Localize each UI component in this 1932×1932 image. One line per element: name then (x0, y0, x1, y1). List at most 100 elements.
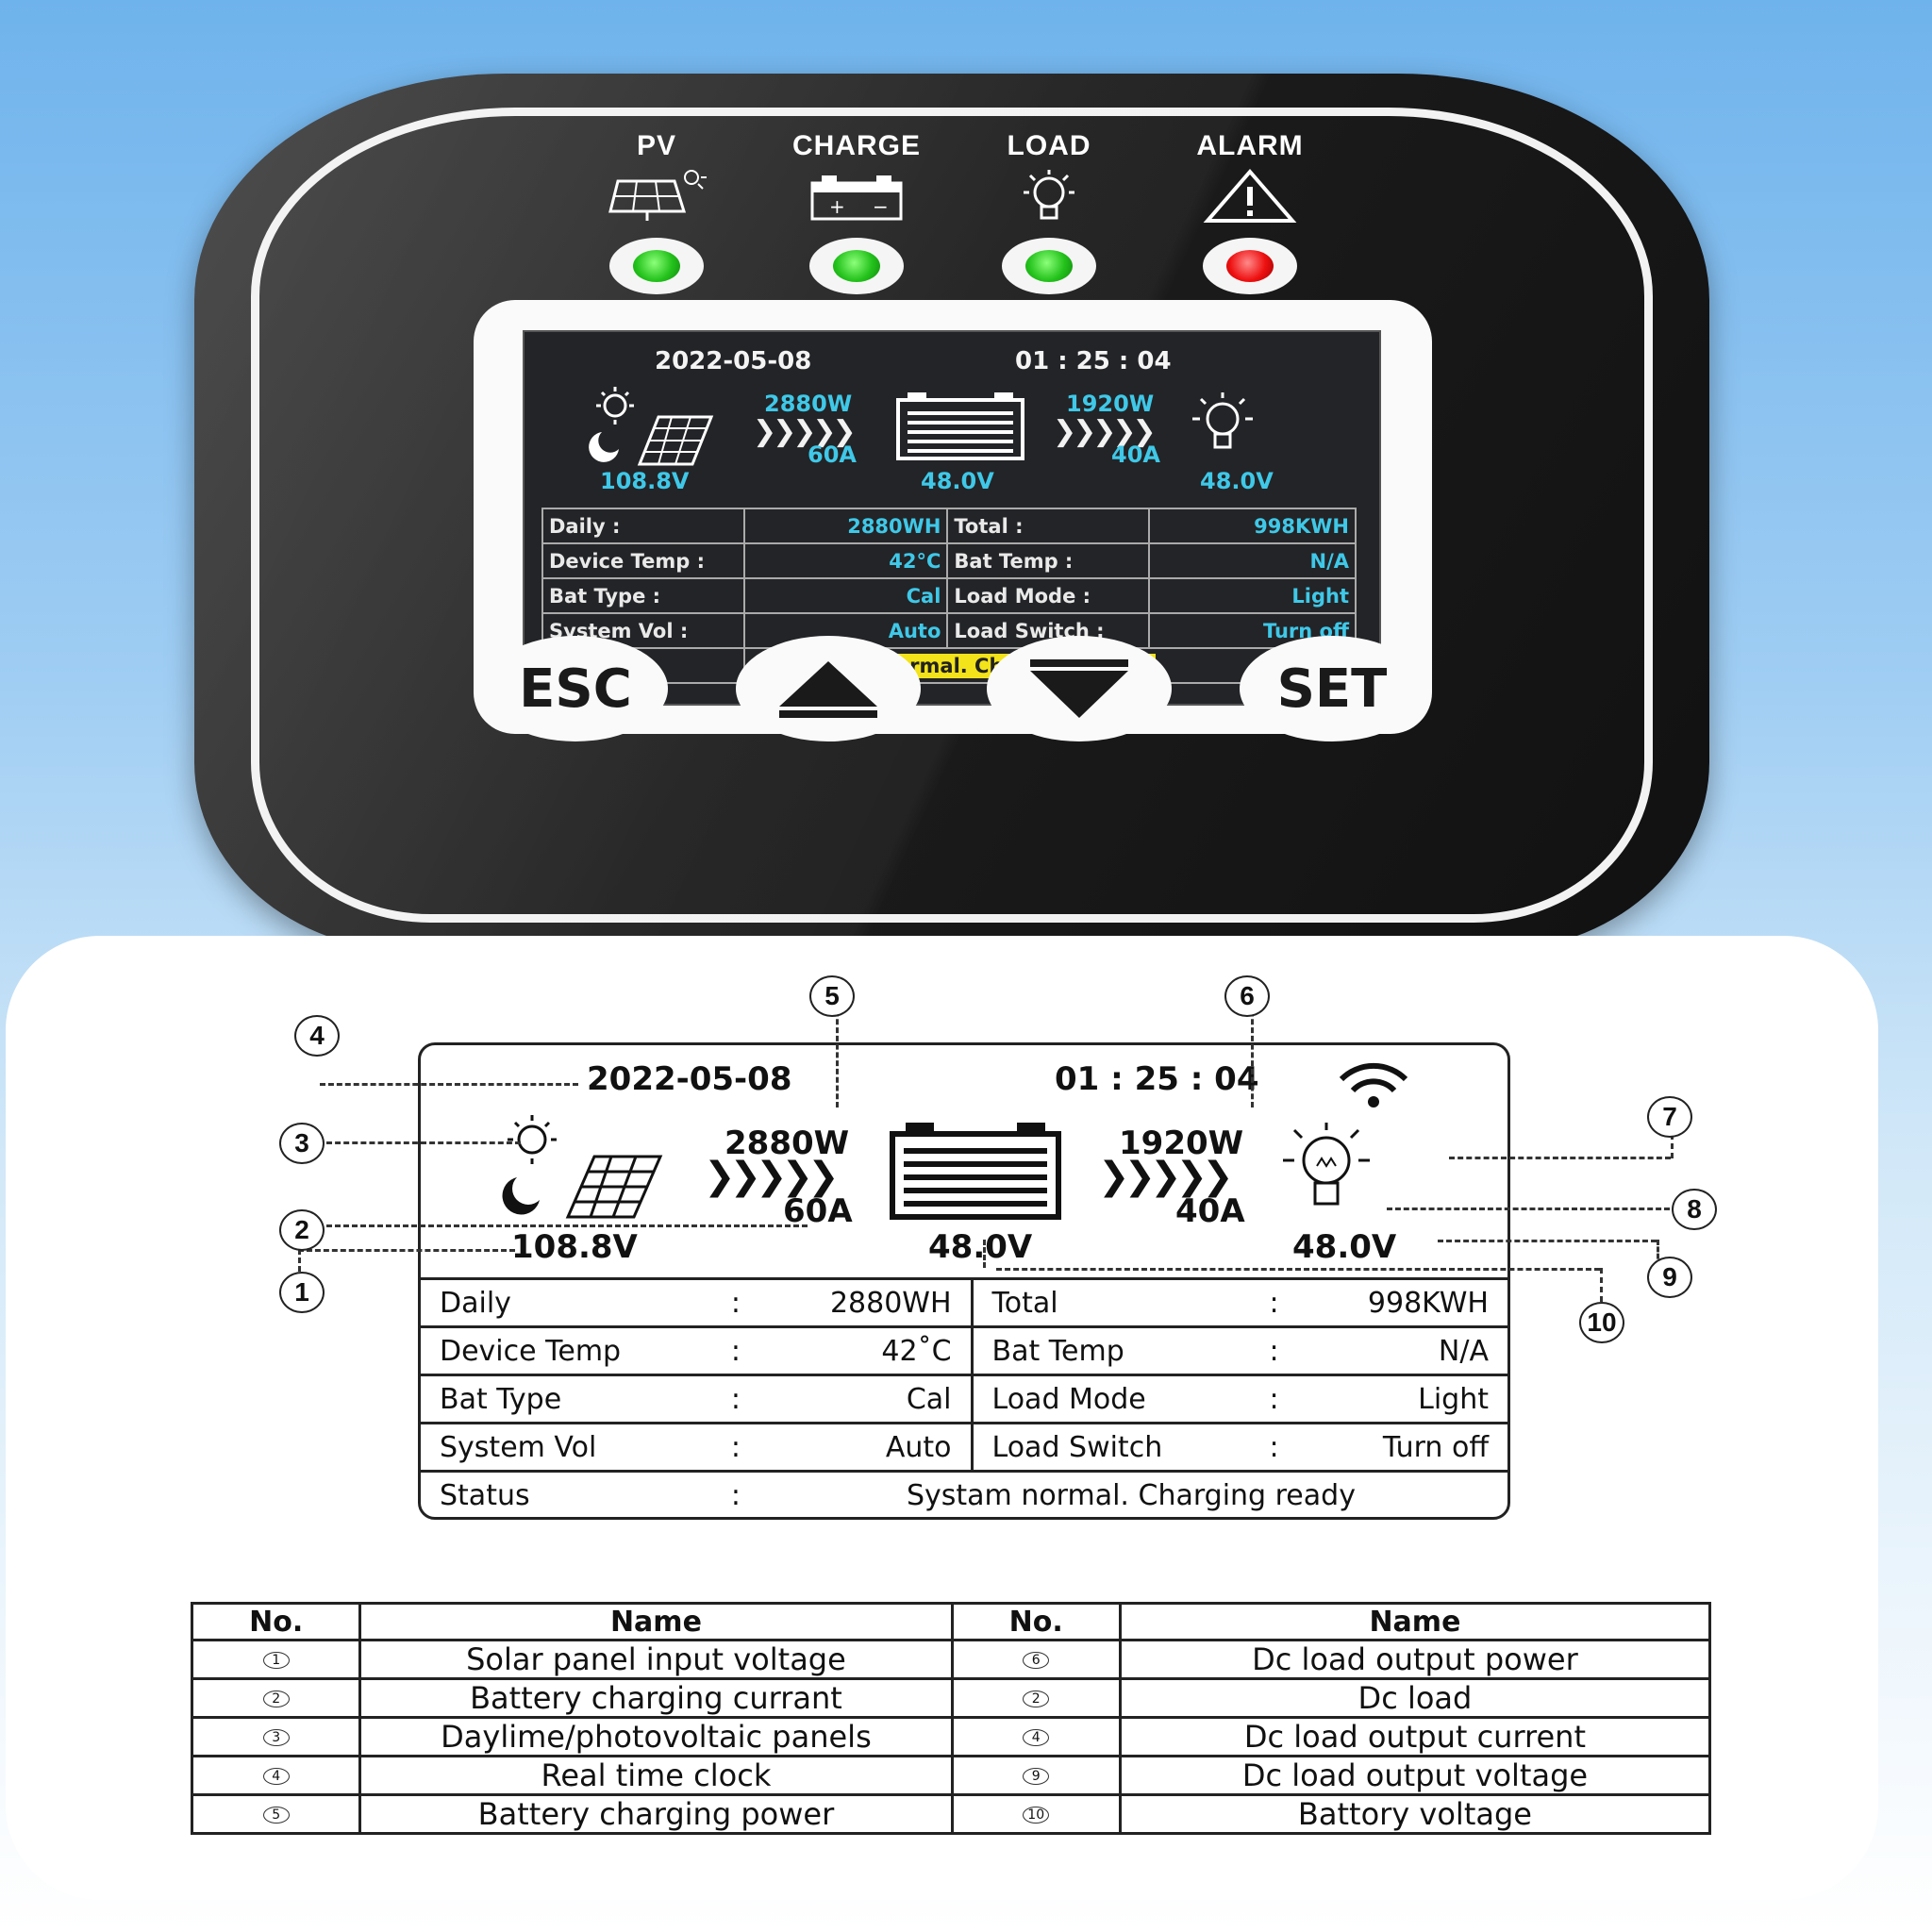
device-bezel (251, 108, 1653, 923)
row-key: Daily (421, 1277, 717, 1327)
table-row: 1 Solar panel input voltage 6 Dc load ou… (190, 1639, 1712, 1680)
callout-6: 6 (1224, 975, 1270, 1017)
row-value: 2880WH (754, 1277, 974, 1327)
status-key: Status (421, 1470, 717, 1518)
indicator-alarm: ALARM (1156, 130, 1344, 294)
row-key: Load Mode (972, 1374, 1256, 1424)
charge-led (833, 250, 880, 282)
up-arrow-icon (779, 661, 877, 718)
table-row: 4 Real time clock 9 Dc load output volta… (190, 1755, 1712, 1796)
row-value: Auto (754, 1422, 974, 1472)
legend-number-circle: 3 (262, 1729, 290, 1746)
callout-7: 7 (1647, 1096, 1692, 1138)
row-key: Total (972, 1277, 1256, 1327)
up-button[interactable] (736, 636, 921, 741)
lcd-screen: 2022-05-08 01 : 25 : 04 2880W ❯❯❯❯❯ 60A (523, 330, 1381, 706)
status-value: Systam normal. Charging ready (754, 1470, 1507, 1518)
legend-header: Name (358, 1602, 954, 1641)
svg-text:+: + (829, 195, 845, 218)
row-key: System Vol (421, 1422, 717, 1472)
diagram-pv-voltage: 108.8V (511, 1228, 638, 1266)
warning-icon (1203, 168, 1297, 223)
row-value: Turn off (1292, 1422, 1507, 1472)
leader-line (1251, 994, 1254, 1108)
legend-name: Dc load output voltage (1118, 1755, 1712, 1796)
row-key: Bat Type (421, 1374, 717, 1424)
lcd-load-current: 40A (1111, 441, 1160, 468)
row-colon: : (716, 1470, 755, 1518)
legend-number-circle: 2 (262, 1690, 290, 1707)
lcd-load-voltage: 48.0V (1200, 468, 1274, 494)
indicator-label: PV (636, 130, 677, 161)
legend-name: Daylime/photovoltaic panels (358, 1716, 954, 1757)
row-value: N/A (1148, 542, 1357, 579)
battery-icon (890, 1123, 1061, 1220)
bulb-icon (1024, 170, 1074, 220)
legend-number: 10 (950, 1793, 1122, 1835)
row-key: Total : (946, 508, 1151, 544)
table-row: Device Temp : 42˚C Bat Temp : N/A (421, 1325, 1507, 1375)
callout-5: 5 (809, 975, 855, 1017)
legend-name: Solar panel input voltage (358, 1639, 954, 1680)
charge-flow-arrows: ❯❯❯❯❯ (704, 1155, 840, 1198)
battery-icon: + − (810, 175, 903, 221)
row-key: Daily : (541, 508, 745, 544)
indicator-charge: CHARGE + − (762, 130, 951, 294)
legend-number: 2 (950, 1677, 1122, 1719)
lcd-time: 01 : 25 : 04 (1015, 347, 1172, 375)
set-button[interactable]: SET (1240, 636, 1424, 741)
down-arrow-icon (1030, 659, 1128, 718)
sun-moon-panel-icon (589, 387, 714, 466)
row-colon: : (1255, 1325, 1293, 1375)
row-value: N/A (1292, 1325, 1507, 1375)
callout-10: 10 (1579, 1302, 1624, 1343)
status-row: Status : Systam normal. Charging ready (421, 1470, 1507, 1518)
row-colon: : (1255, 1422, 1293, 1472)
row-value: 998KWH (1292, 1277, 1507, 1327)
esc-button[interactable]: ESC (483, 636, 668, 741)
leader-line (836, 994, 839, 1108)
row-colon: : (716, 1422, 755, 1472)
callout-9: 9 (1647, 1257, 1692, 1298)
indicator-load: LOAD (955, 130, 1143, 294)
legend-number-circle: 4 (262, 1768, 290, 1785)
legend-number: 9 (950, 1755, 1122, 1796)
leader-line (298, 1249, 515, 1252)
leader-line (1657, 1240, 1659, 1266)
legend-number-circle: 9 (1023, 1768, 1050, 1785)
row-value: Light (1292, 1374, 1507, 1424)
row-colon: : (716, 1374, 755, 1424)
row-colon: : (1255, 1374, 1293, 1424)
diagram-load-power: 1920W (1119, 1124, 1244, 1162)
table-row: 3 Daylime/photovoltaic panels 4 Dc load … (190, 1716, 1712, 1757)
down-button[interactable] (987, 636, 1172, 741)
lcd-date: 2022-05-08 (655, 347, 812, 375)
diagram-load-current: 40A (1175, 1192, 1245, 1230)
table-row: 2 Battery charging currant 2 Dc load (190, 1677, 1712, 1719)
legend-number: 1 (190, 1639, 362, 1680)
legend-name: Dc load output current (1118, 1716, 1712, 1757)
row-value: 998KWH (1148, 508, 1357, 544)
leader-line (320, 1083, 578, 1086)
indicator-pv: PV (562, 130, 751, 294)
legend-name: Real time clock (358, 1755, 954, 1796)
alarm-led (1226, 250, 1274, 282)
load-flow-arrows: ❯❯❯❯❯ (1053, 415, 1157, 448)
row-key: Bat Temp (972, 1325, 1256, 1375)
row-colon: : (1255, 1277, 1293, 1327)
leader-line (326, 1141, 521, 1144)
solar-panel-icon (608, 170, 707, 221)
leader-line (1387, 1208, 1670, 1210)
diagram-card: 2022-05-08 01 : 25 : 04 2880W ❯❯❯❯❯ 60A … (6, 936, 1878, 1900)
row-value: 42˚C (754, 1325, 974, 1375)
indicator-label: CHARGE (791, 130, 921, 161)
legend-number-circle: 2 (1023, 1690, 1050, 1707)
legend-number-circle: 4 (1023, 1729, 1050, 1746)
charge-flow-arrows: ❯❯❯❯❯ (753, 415, 857, 448)
lcd-data-table: Daily : 2880WH Total : 998KWH Device Tem… (541, 508, 1357, 684)
lcd-battery-voltage: 48.0V (921, 468, 994, 494)
legend-header-row: No. Name No. Name (190, 1602, 1712, 1641)
legend-number-circle: 10 (1023, 1807, 1050, 1824)
legend-number: 4 (190, 1755, 362, 1796)
leader-line (1449, 1157, 1671, 1159)
